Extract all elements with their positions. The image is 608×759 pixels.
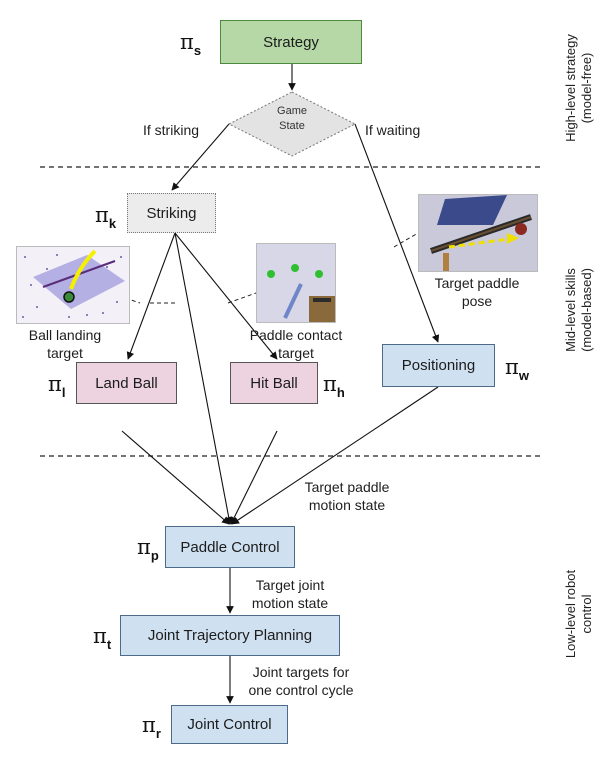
pi-l-sub: l <box>61 385 66 400</box>
pi-s-sub: s <box>193 43 202 58</box>
pi-t-symbol: π <box>93 624 107 648</box>
pi-r-symbol: π <box>142 713 156 737</box>
edge-gamestate-positioning <box>354 123 440 343</box>
target-paddle-pose-image <box>418 194 538 272</box>
joint-targets-label: Joint targets for one control cycle <box>240 663 362 699</box>
pi-w-symbol: π <box>505 355 519 379</box>
paddle-control-node: Paddle Control <box>165 526 295 568</box>
policy-pi-h: πh <box>323 372 345 400</box>
policy-pi-k: πk <box>95 203 116 231</box>
pi-p-symbol: π <box>137 535 151 559</box>
game-state-line-1: Game <box>277 105 307 117</box>
land-ball-node: Land Ball <box>76 362 177 404</box>
game-state-label: Game State <box>229 104 355 134</box>
blc-line-2: target <box>47 345 83 361</box>
game-state-diamond-shape <box>227 91 357 157</box>
joint-control-node: Joint Control <box>171 705 288 744</box>
tjms-line-1: Target joint <box>255 577 325 593</box>
tjms-line-2: motion state <box>251 595 329 611</box>
policy-pi-s: πs <box>180 30 201 58</box>
tpp-line-1: Target paddle <box>434 275 520 291</box>
ball-landing-image <box>16 246 130 324</box>
level-mid-line-1: Mid-level skills <box>563 268 578 352</box>
positioning-node: Positioning <box>382 344 495 387</box>
pcc-line-1: Paddle contact <box>249 327 343 343</box>
pi-h-symbol: π <box>323 372 337 396</box>
paddle-contact-caption: Paddle contact target <box>241 326 351 362</box>
if-waiting-label: If waiting <box>365 122 421 138</box>
joint-trajectory-planning-node: Joint Trajectory Planning <box>120 615 340 656</box>
link-pose-image <box>393 232 419 248</box>
link-contact-image-2 <box>227 292 257 304</box>
level-label-low: Low-level robot control <box>563 539 599 689</box>
pi-t-sub: t <box>106 637 112 652</box>
edge-striking-hitball <box>174 232 278 360</box>
edge-landball-paddlecontrol <box>121 430 230 525</box>
edge-striking-paddlecontrol <box>174 232 233 525</box>
level-high-line-1: High-level strategy <box>563 34 578 142</box>
policy-pi-t: πt <box>93 624 111 652</box>
policy-pi-l: πl <box>48 372 65 400</box>
pi-r-sub: r <box>155 726 161 741</box>
policy-pi-p: πp <box>137 535 159 563</box>
hit-ball-node: Hit Ball <box>230 362 318 404</box>
pi-w-sub: w <box>518 368 529 383</box>
target-paddle-pose-caption: Target paddle pose <box>418 274 536 310</box>
jt-line-1: Joint targets for <box>252 664 350 680</box>
pi-k-sub: k <box>108 216 117 231</box>
tpp-line-2: pose <box>461 293 493 309</box>
striking-node: Striking <box>127 193 216 233</box>
jt-line-2: one control cycle <box>248 682 354 698</box>
blc-line-1: Ball landing <box>28 327 102 343</box>
paddle-contact-image <box>256 243 336 323</box>
level-low-line-2: control <box>579 594 594 634</box>
pi-h-sub: h <box>336 385 345 400</box>
level-high-line-2: (model-free) <box>579 52 594 124</box>
pi-s-symbol: π <box>180 30 194 54</box>
pi-k-symbol: π <box>95 203 109 227</box>
policy-pi-r: πr <box>142 713 161 741</box>
pcc-line-2: target <box>278 345 314 361</box>
level-mid-line-2: (model-based) <box>579 268 594 352</box>
strategy-node: Strategy <box>220 20 362 64</box>
level-label-mid: Mid-level skills (model-based) <box>563 235 599 385</box>
tpms-line-2: motion state <box>308 497 386 513</box>
target-paddle-motion-state-label: Target paddle motion state <box>289 478 405 514</box>
pi-p-sub: p <box>150 548 159 563</box>
edge-gamestate-striking <box>171 123 230 191</box>
edge-striking-landball <box>126 232 176 360</box>
edge-hitball-paddlecontrol <box>230 430 278 525</box>
ball-landing-caption: Ball landing target <box>6 326 124 362</box>
tpms-line-1: Target paddle <box>304 479 390 495</box>
game-state-line-2: State <box>279 120 305 132</box>
policy-pi-w: πw <box>505 355 529 383</box>
if-striking-label: If striking <box>143 122 200 138</box>
level-low-line-1: Low-level robot <box>563 569 578 659</box>
edge-positioning-paddlecontrol <box>231 386 439 525</box>
pi-l-symbol: π <box>48 372 62 396</box>
target-joint-motion-state-label: Target joint motion state <box>240 576 340 612</box>
level-label-high: High-level strategy (model-free) <box>563 13 599 163</box>
